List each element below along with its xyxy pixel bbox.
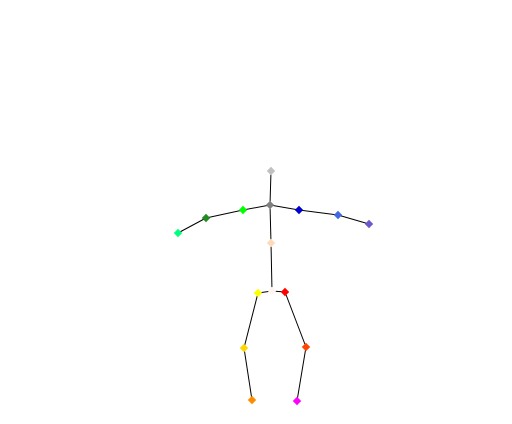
bone-left-knee-to-left-ankle <box>296 346 307 402</box>
bone-right-shoulder-to-right-elbow <box>205 209 244 219</box>
joints-layer <box>173 166 374 406</box>
joint-left-knee <box>301 342 311 352</box>
bone-spine-to-pelvis <box>270 242 273 292</box>
bone-neck-to-spine <box>269 204 272 244</box>
joint-right-knee <box>239 343 249 353</box>
bone-head-to-neck <box>269 170 272 206</box>
joint-head <box>266 166 276 176</box>
joint-neck <box>265 200 275 210</box>
joint-pelvis <box>267 286 277 296</box>
joint-left-hip <box>280 287 290 297</box>
bone-left-hip-to-left-knee <box>284 291 307 348</box>
joint-left-wrist <box>364 219 374 229</box>
bone-neck-to-right-shoulder <box>242 204 271 211</box>
joint-spine <box>266 238 276 248</box>
joint-left-elbow <box>333 210 343 220</box>
bone-right-knee-to-right-ankle <box>243 347 253 401</box>
joint-right-ankle <box>247 395 257 405</box>
joint-left-ankle <box>292 396 302 406</box>
joint-right-elbow <box>201 213 211 223</box>
bone-left-shoulder-to-left-elbow <box>298 209 339 216</box>
bone-left-elbow-to-left-wrist <box>337 214 370 225</box>
joint-right-shoulder <box>238 205 248 215</box>
bone-right-elbow-to-right-wrist <box>177 217 207 234</box>
bone-neck-to-left-shoulder <box>269 204 300 211</box>
bone-right-hip-to-right-knee <box>243 292 259 349</box>
joint-right-hip <box>253 288 263 298</box>
joint-left-shoulder <box>294 205 304 215</box>
joint-right-wrist <box>173 228 183 238</box>
